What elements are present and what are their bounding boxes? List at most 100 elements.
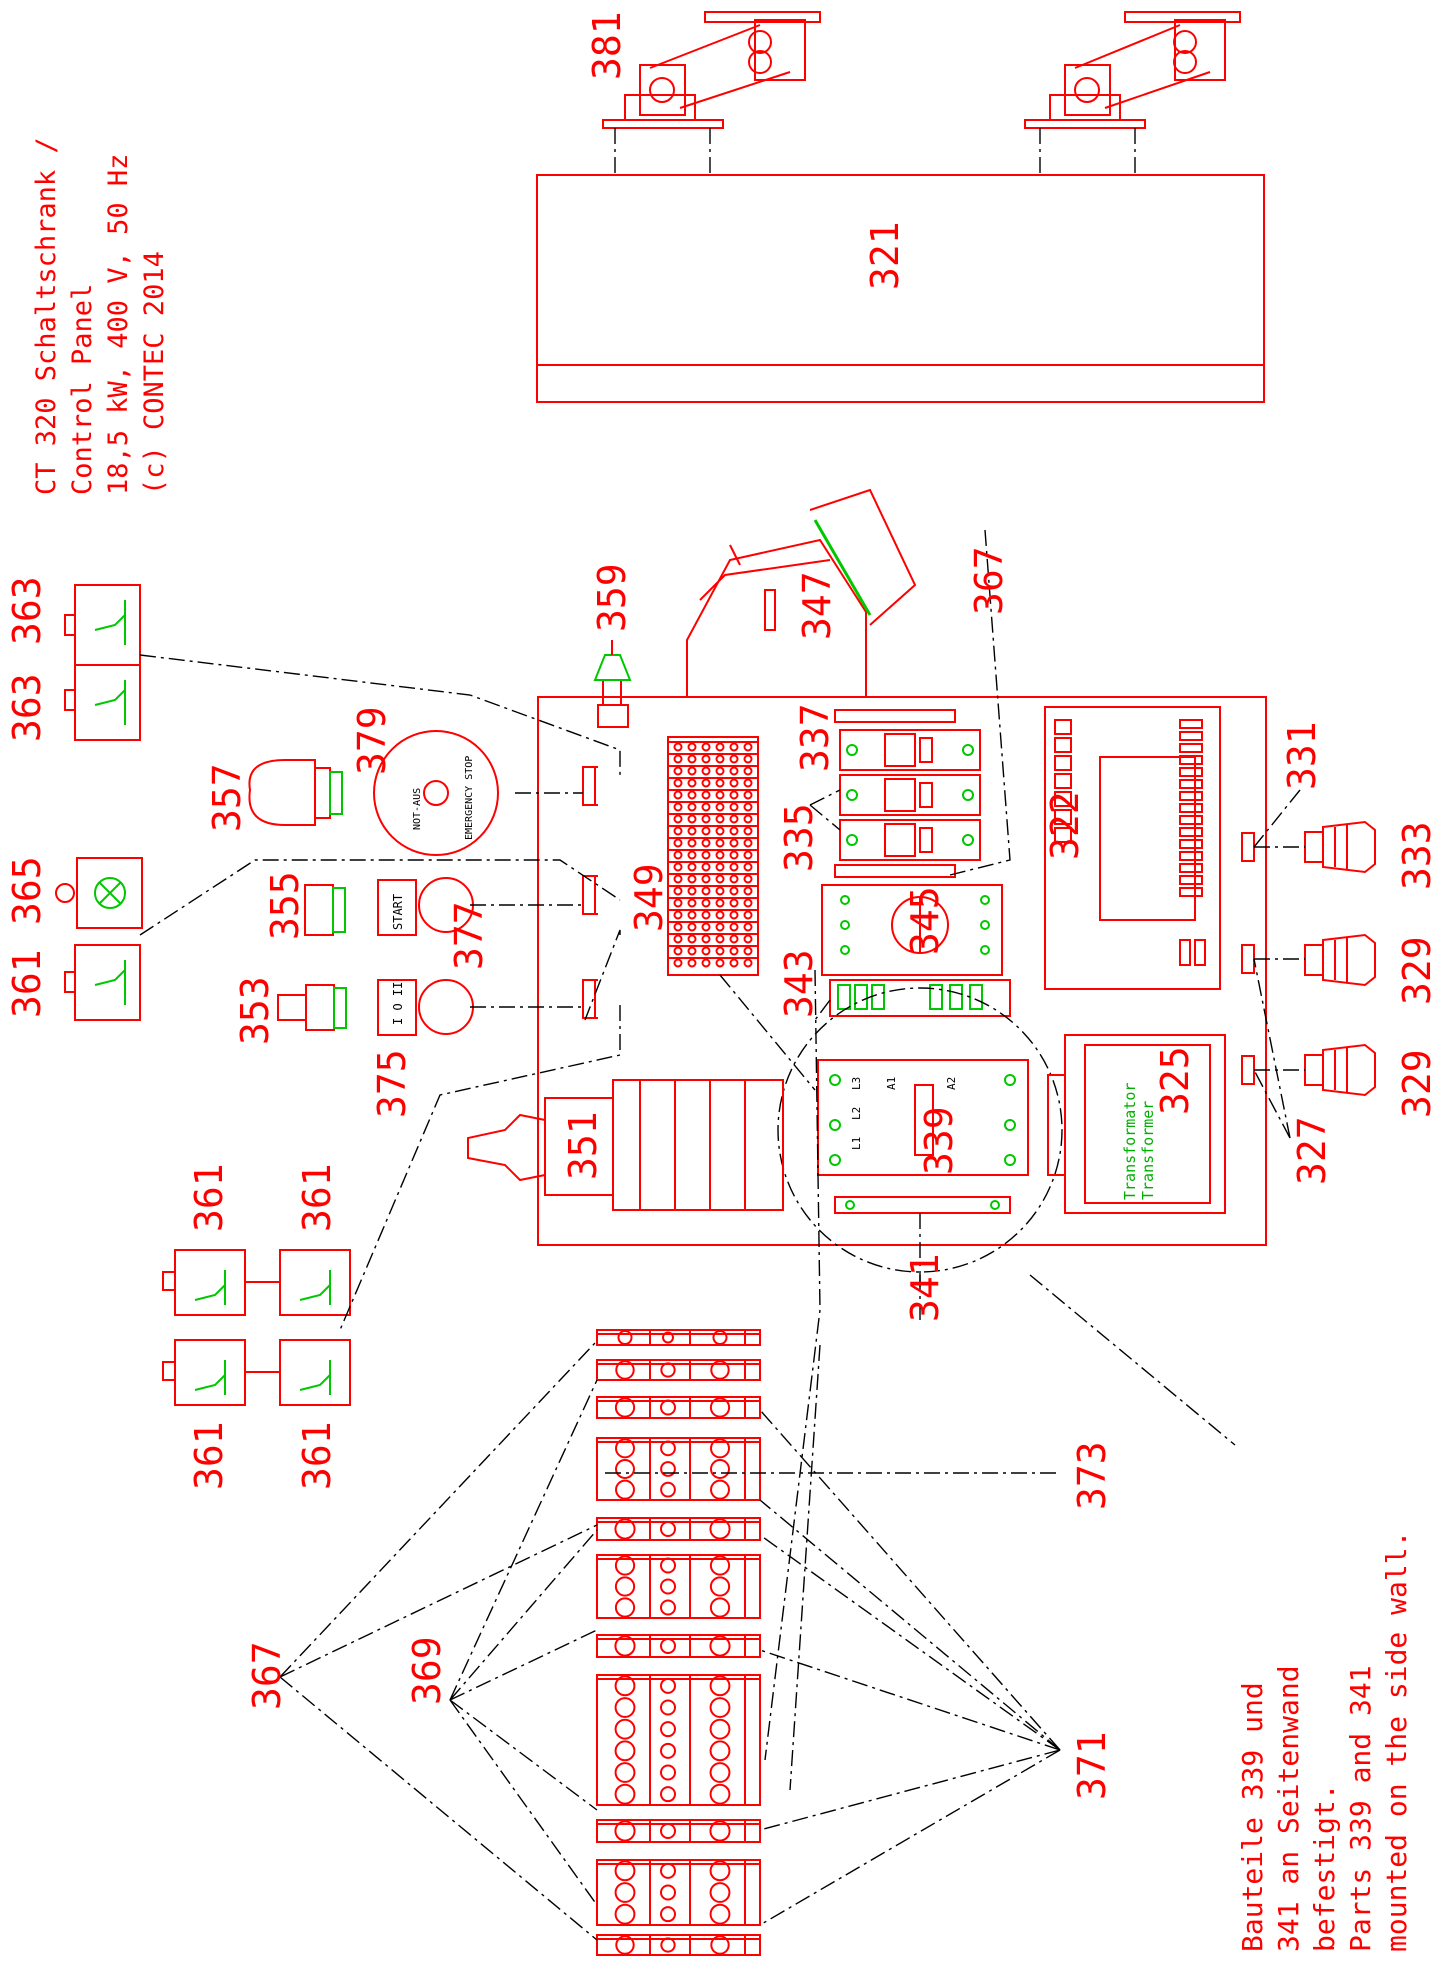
part-363-bottom: 363 [5,673,49,742]
terminal-hole [660,1823,676,1839]
terminal-screw [687,874,697,884]
main-switch [467,1079,784,1211]
top-socket [593,640,632,728]
terminal-screw [729,958,739,968]
terminal-hole [660,1937,676,1953]
terminal-hole [614,1576,636,1597]
terminal-screw [715,742,725,752]
terminal-screw [687,886,697,896]
terminal-hole [660,1399,676,1416]
terminal-hole [709,1597,731,1618]
part-379: 379 [350,706,394,775]
terminal-screw [743,934,753,944]
part-322: 322 [1043,791,1087,860]
terminal-screw [701,934,711,944]
terminal-hole [660,1481,676,1498]
terminal-hole [710,1479,730,1500]
contactor-label-l3: L3 [850,1077,863,1090]
part-361-a: 361 [187,1163,231,1232]
hinge-leaders [614,128,1136,175]
terminal-screw [673,826,683,836]
terminal-hole [660,1906,676,1923]
pcb-pin [1179,743,1203,753]
pcb-pin [1179,815,1203,825]
terminal-hole [614,1882,636,1903]
leader-lines [139,529,1301,1941]
title-line-3: 18,5 kW, 400 V, 50 Hz [103,154,134,495]
terminal-screw [673,874,683,884]
terminal-screw [743,814,753,824]
terminal-screw [729,946,739,956]
terminal-hole [709,1718,731,1740]
terminal-screw [687,946,697,956]
pcb-connector [1054,809,1072,825]
terminal-screw [673,742,683,752]
terminal-hole [710,1459,730,1479]
terminal-screw [687,922,697,932]
terminal-hole [662,1331,674,1344]
note-line-2: 341 an Seitenwand [1272,1665,1305,1952]
door-hinge-left [602,11,821,129]
terminal-hole [660,1557,676,1574]
terminal-hole [614,1518,636,1540]
contactor-label-a2: A2 [945,1077,958,1090]
terminal-block [596,1819,761,1843]
terminal-hole [709,1860,731,1882]
terminal-hole [614,1820,636,1842]
part-351: 351 [561,1111,605,1180]
terminal-hole [712,1329,728,1346]
terminal-block [596,1554,761,1619]
terminal-screw [743,910,753,920]
terminal-hole [614,1740,636,1762]
terminal-screw [687,934,697,944]
pcb-connector [1054,755,1072,771]
selector-switch: I O II [277,979,474,1036]
terminal-blocks-343 [829,979,1011,1017]
terminal-screw [701,802,711,812]
terminal-screw [687,838,697,848]
terminal-hole [660,1786,676,1803]
terminal-block [596,1517,761,1541]
terminal-screw [673,946,683,956]
terminal-hole [660,1699,676,1716]
terminal-screw [687,742,697,752]
contactor-label-l1: L1 [850,1137,863,1150]
pcb-pin [1179,767,1203,777]
terminal-screw [715,958,725,968]
pcb-connector [1054,773,1072,789]
terminal-screw [715,898,725,908]
terminal-screw [673,922,683,932]
contact-block-361-top [64,944,141,1021]
terminal-screw [687,862,697,872]
not-aus-label: NOT-AUS [412,788,423,830]
part-361-d: 361 [295,1421,339,1490]
terminal-screw [729,862,739,872]
terminal-block [596,1437,761,1501]
terminal-screw [673,754,683,764]
terminal-screw [743,874,753,884]
terminal-screw [729,910,739,920]
contact-block-363b [64,664,141,741]
transformer-label-de: Transformator [1121,1083,1139,1200]
terminal-hole [660,1721,676,1738]
terminal-screw [701,946,711,956]
terminal-screw [743,898,753,908]
terminal-screw [673,802,683,812]
terminal-screw [729,874,739,884]
terminal-screw [715,910,725,920]
selector-label: I O II [391,982,405,1025]
terminal-screw [743,946,753,956]
terminal-screw [673,790,683,800]
terminal-screw [743,862,753,872]
terminal-hole [614,1555,636,1576]
terminal-screw [701,766,711,776]
start-button: START [304,877,474,936]
terminal-block [596,1329,761,1346]
pcb-pin [1179,827,1203,837]
terminal-screw [743,754,753,764]
part-361-b: 361 [295,1163,339,1232]
terminal-hole [615,1935,635,1955]
terminal-screw [729,934,739,944]
door-hinge-right [1024,11,1241,129]
terminal-hole [709,1903,731,1925]
